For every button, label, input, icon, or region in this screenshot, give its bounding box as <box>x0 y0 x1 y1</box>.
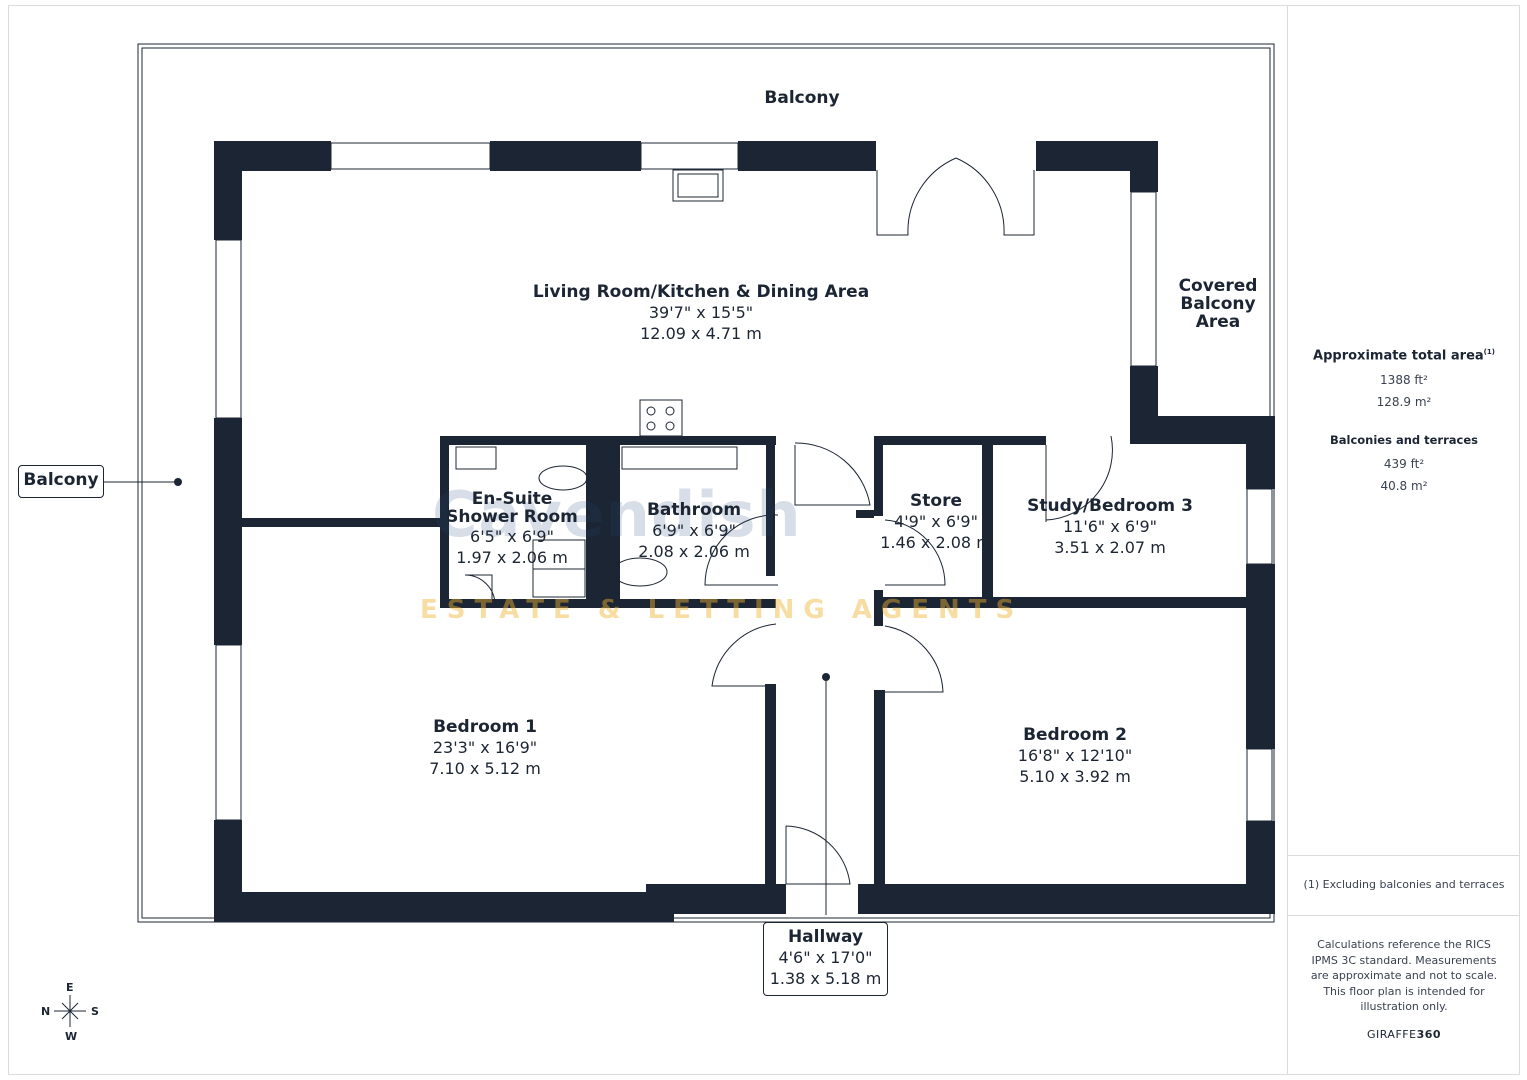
page-frame <box>8 5 1520 1075</box>
store-dim-imperial: 4'9" x 6'9" <box>894 512 978 531</box>
covered-balcony-line1: Covered <box>1178 276 1258 296</box>
living-room-dim-metric: 12.09 x 4.71 m <box>640 324 762 343</box>
brand-prefix: GIRAFFE <box>1366 1028 1417 1041</box>
footnote: (1) Excluding balconies and terraces <box>1303 878 1505 891</box>
hallway-marker <box>822 673 830 681</box>
balcony-area-ft: 439 ft² <box>1383 457 1425 471</box>
store-name: Store <box>910 491 962 511</box>
store-label: Store 4'9" x 6'9" 1.46 x 2.08 m <box>880 491 992 553</box>
total-area-note-mark: (1) <box>1483 348 1495 356</box>
ensuite-label: En-Suite Shower Room 6'5" x 6'9" 1.97 x … <box>446 490 578 568</box>
walls <box>214 141 1275 922</box>
watermark-tagline: ESTATE & LETTING AGENTS <box>420 595 1024 625</box>
covered-balcony-line3: Area <box>1195 312 1241 332</box>
compass-e: E <box>66 981 74 994</box>
bathroom-label: Bathroom 6'9" x 6'9" 2.08 x 2.06 m <box>638 500 750 562</box>
floor-plan <box>54 43 1275 1027</box>
doors <box>464 157 1113 885</box>
compass-s: S <box>91 1005 99 1018</box>
total-area-block: Approximate total area(1) 1388 ft² 128.9… <box>1288 348 1520 413</box>
bedroom2-name: Bedroom 2 <box>1023 725 1127 745</box>
fixtures <box>455 169 738 598</box>
bedroom1-dim-metric: 7.10 x 5.12 m <box>429 759 541 778</box>
bathroom-name: Bathroom <box>646 500 742 520</box>
covered-balcony-line2: Balcony <box>1180 294 1256 314</box>
study-dim-metric: 3.51 x 2.07 m <box>1054 538 1166 557</box>
hallway-label: Hallway 4'6" x 17'0" 1.38 x 5.18 m <box>763 922 888 996</box>
study-name: Study/Bedroom 3 <box>1027 496 1193 516</box>
bedroom1-dim-imperial: 23'3" x 16'9" <box>432 738 538 757</box>
sidebar-divider <box>1287 5 1288 1075</box>
brand-suffix: 360 <box>1416 1028 1442 1041</box>
balcony-left-label: Balcony <box>18 465 104 498</box>
giraffe360-logo: GIRAFFE360 <box>1288 1028 1520 1041</box>
total-area-m: 128.9 m² <box>1376 395 1432 410</box>
ensuite-dim-metric: 1.97 x 2.06 m <box>456 548 568 567</box>
disclaimer: Calculations reference the RICS IPMS 3C … <box>1310 938 1498 1013</box>
ensuite-name-1: En-Suite <box>471 489 553 509</box>
total-area-title-text: Approximate total area <box>1313 348 1484 364</box>
sidebar-separator-2 <box>1288 915 1520 916</box>
study-dim-imperial: 11'6" x 6'9" <box>1062 517 1158 536</box>
ensuite-name-2: Shower Room <box>446 507 578 527</box>
covered-balcony-label: Covered Balcony Area <box>1179 277 1258 331</box>
hallway-dim-imperial: 4'6" x 17'0" <box>778 948 873 967</box>
hallway-dim-metric: 1.38 x 5.18 m <box>769 969 882 988</box>
total-area-ft: 1388 ft² <box>1380 373 1428 388</box>
watermark-brand: Cavendish <box>432 478 802 551</box>
bedroom2-dim-metric: 5.10 x 3.92 m <box>1019 767 1131 786</box>
living-room-name: Living Room/Kitchen & Dining Area <box>532 282 870 302</box>
bathroom-dim-metric: 2.08 x 2.06 m <box>638 542 750 561</box>
living-room-label: Living Room/Kitchen & Dining Area 39'7" … <box>533 282 869 344</box>
balcony-area-block: Balconies and terraces 439 ft² 40.8 m² <box>1288 433 1520 497</box>
living-room-dim-imperial: 39'7" x 15'5" <box>648 303 754 322</box>
study-label: Study/Bedroom 3 11'6" x 6'9" 3.51 x 2.07… <box>1027 496 1193 558</box>
ensuite-dim-imperial: 6'5" x 6'9" <box>470 527 554 546</box>
balcony-top-label: Balcony <box>764 88 840 108</box>
balcony-marker <box>174 478 182 486</box>
hallway-name: Hallway <box>787 927 864 947</box>
balcony-area-title: Balconies and terraces <box>1329 433 1478 447</box>
bathroom-dim-imperial: 6'9" x 6'9" <box>652 521 736 540</box>
sidebar-separator-1 <box>1288 855 1520 856</box>
store-dim-metric: 1.46 x 2.08 m <box>880 533 992 552</box>
windows <box>215 142 1273 822</box>
compass-icon <box>54 995 86 1027</box>
bedroom1-name: Bedroom 1 <box>433 717 537 737</box>
bedroom2-dim-imperial: 16'8" x 12'10" <box>1017 746 1133 765</box>
bedroom2-label: Bedroom 2 16'8" x 12'10" 5.10 x 3.92 m <box>1018 725 1132 787</box>
bedroom1-label: Bedroom 1 23'3" x 16'9" 7.10 x 5.12 m <box>429 717 541 779</box>
balcony-area-m: 40.8 m² <box>1380 479 1428 493</box>
compass-w: W <box>65 1030 78 1043</box>
compass-n: N <box>41 1005 51 1018</box>
total-area-title: Approximate total area(1) <box>1288 348 1520 363</box>
indicator-lines <box>104 481 827 915</box>
